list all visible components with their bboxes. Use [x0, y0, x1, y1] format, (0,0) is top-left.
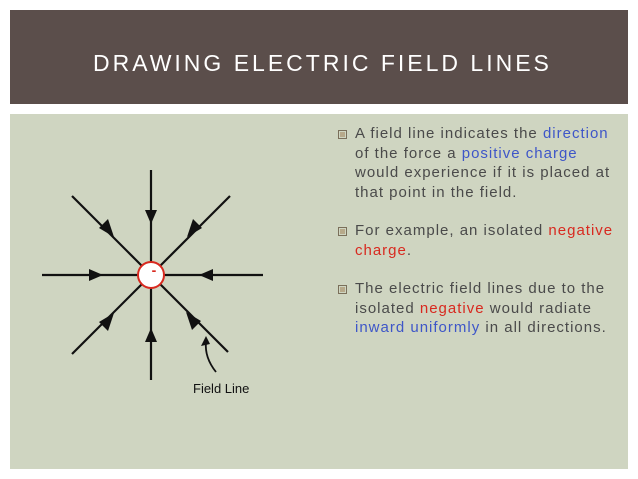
bullet-text: A field line indicates the direction of …	[355, 125, 611, 201]
title-bar: DRAWING ELECTRIC FIELD LINES	[10, 10, 628, 104]
bullet-text: The electric field lines due to the isol…	[355, 280, 607, 336]
arrowhead-left	[89, 269, 103, 281]
bullet-square-icon	[338, 130, 347, 139]
bullet-square-icon	[338, 227, 347, 236]
arrowhead-bottom-left	[99, 313, 114, 331]
arrowhead-top-right	[187, 219, 202, 237]
negative-charge	[137, 261, 165, 289]
bullet-square-icon	[338, 285, 347, 294]
slide-title: DRAWING ELECTRIC FIELD LINES	[93, 50, 552, 76]
charge-sign-label: -	[151, 262, 157, 278]
bullet-list: A field line indicates the direction of …	[336, 124, 626, 357]
bullet-item-2: For example, an isolated negative charge…	[336, 221, 626, 260]
field-line-label: Field Line	[193, 381, 250, 396]
arrowhead-right	[199, 269, 213, 281]
field-line-pointer-icon	[204, 341, 217, 373]
arrowhead-top-left	[99, 219, 114, 237]
arrowhead-bottom	[145, 328, 157, 342]
electric-field-diagram	[42, 170, 263, 380]
slide-content: - Field Line A field line indicates the …	[10, 114, 628, 469]
bullet-item-3: The electric field lines due to the isol…	[336, 279, 626, 338]
bullet-text: For example, an isolated negative charge…	[355, 222, 614, 259]
arrowhead-top	[145, 210, 157, 224]
arrowhead-bottom-right	[186, 312, 201, 330]
bullet-item-1: A field line indicates the direction of …	[336, 124, 626, 202]
field-line-pointer-arrowhead	[201, 336, 210, 346]
